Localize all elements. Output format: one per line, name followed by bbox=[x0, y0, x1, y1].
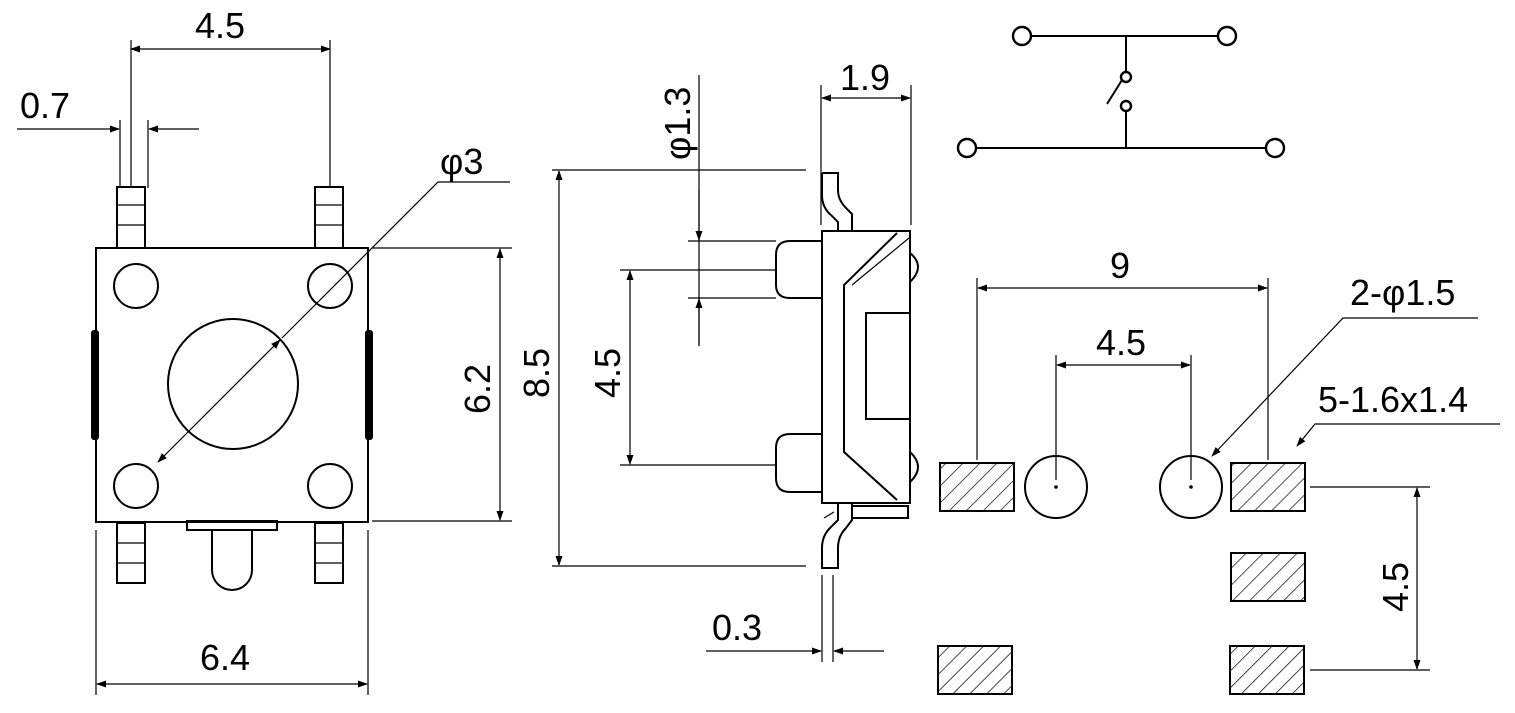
schematic-terminal-1 bbox=[1011, 25, 1033, 47]
pad-span-label: 9 bbox=[1110, 245, 1130, 286]
upper-lead bbox=[821, 172, 853, 231]
body-height-label: 6.2 bbox=[457, 364, 498, 414]
schematic-terminal-4 bbox=[1264, 137, 1286, 159]
switch-body bbox=[95, 247, 369, 523]
right-side-tab bbox=[365, 330, 373, 440]
pad-right-lower bbox=[1229, 645, 1305, 695]
pad-callout-label: 5-1.6x1.4 bbox=[1318, 379, 1468, 420]
thickness-label: 1.9 bbox=[840, 57, 890, 98]
corner-hole-tl bbox=[113, 263, 159, 309]
schematic-terminal-3 bbox=[956, 137, 978, 159]
pad-left-upper bbox=[939, 462, 1015, 512]
left-side-tab bbox=[91, 330, 99, 440]
corner-hole-br bbox=[307, 463, 353, 509]
lower-lead bbox=[821, 503, 853, 569]
pad-vertical-spacing-label: 4.5 bbox=[1375, 562, 1416, 612]
pad-right-middle bbox=[1230, 552, 1306, 602]
upper-post bbox=[775, 240, 822, 299]
pin-width-label: 0.7 bbox=[20, 85, 70, 126]
switch-schematic bbox=[956, 25, 1286, 159]
pin-pitch-label: 4.5 bbox=[195, 5, 245, 46]
corner-hole-bl bbox=[113, 463, 159, 509]
top-left-pin bbox=[116, 186, 146, 249]
corner-hole-tr bbox=[307, 263, 353, 309]
side-plunger bbox=[865, 312, 911, 420]
overall-length-label: 8.5 bbox=[516, 348, 557, 398]
post-spacing-label: 4.5 bbox=[587, 348, 628, 398]
lower-post bbox=[775, 433, 822, 493]
bottom-right-pin bbox=[314, 522, 344, 584]
lead-thickness-label: 0.3 bbox=[712, 607, 762, 648]
hole-spacing-label: 4.5 bbox=[1096, 322, 1146, 363]
bottom-left-pin bbox=[116, 522, 146, 584]
schematic-terminal-2 bbox=[1216, 25, 1238, 47]
actuator-button bbox=[167, 318, 299, 450]
post-diameter-label: φ1.3 bbox=[657, 87, 698, 160]
bottom-stem bbox=[211, 530, 253, 591]
top-right-pin bbox=[314, 186, 344, 249]
body-width-label: 6.4 bbox=[200, 637, 250, 678]
pad-right-upper bbox=[1230, 462, 1306, 512]
button-diameter-label: φ3 bbox=[440, 141, 483, 182]
pcb-footprint: 9 4.5 2-φ1.5 5-1.6x1.4 4.5 bbox=[937, 245, 1500, 695]
side-view: φ1.3 1.9 8.5 4.5 0.3 bbox=[516, 57, 919, 662]
top-view: φ3 4.5 0.7 6.2 6.4 bbox=[17, 5, 512, 695]
hole-callout-label: 2-φ1.5 bbox=[1350, 272, 1455, 313]
pad-left-lower bbox=[937, 645, 1013, 695]
bottom-stem-base bbox=[186, 520, 278, 531]
